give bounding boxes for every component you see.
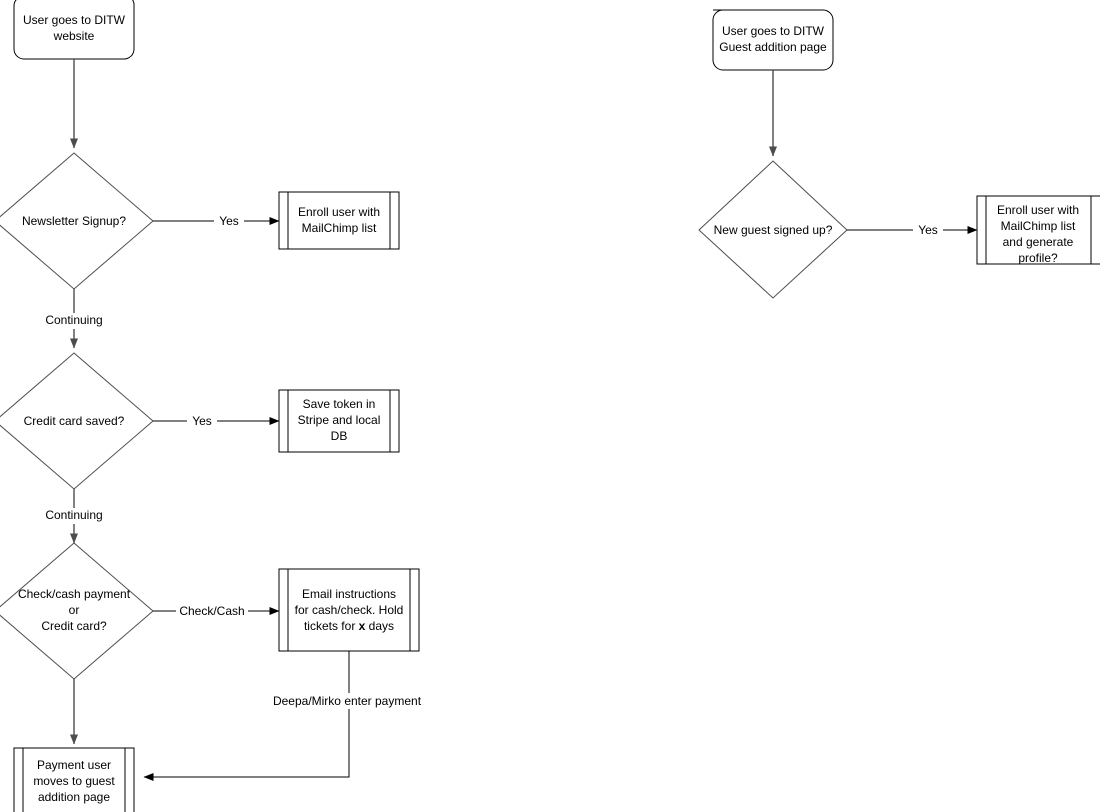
node-email-instructions-line1: Email instructions: [302, 587, 396, 601]
node-enroll-mailchimp-line2: MailChimp list: [302, 221, 377, 235]
node-save-token-line3: DB: [331, 429, 348, 443]
node-enroll-mailchimp[interactable]: Enroll user with MailChimp list: [278, 191, 400, 250]
node-start-website-line2: website: [53, 29, 95, 43]
node-payment-user-moves-line1: Payment user: [37, 758, 111, 772]
edge-newsletter-continuing-label: Continuing: [45, 313, 102, 327]
edge-creditcard-yes-label: Yes: [192, 414, 212, 428]
node-credit-card-decision-label: Credit card saved?: [24, 414, 125, 428]
node-save-token-line1: Save token in: [303, 397, 376, 411]
edge-creditcard-continuing-label: Continuing: [45, 508, 102, 522]
edge-email-to-payment-user: Deepa/Mirko enter payment: [143, 651, 426, 781]
edge-payment-check-cash-label: Check/Cash: [179, 604, 244, 618]
node-new-guest-decision-label: New guest signed up?: [714, 223, 833, 237]
node-email-instructions-line3-suffix: days: [365, 619, 394, 633]
edge-email-to-payment-user-label: Deepa/Mirko enter payment: [273, 694, 422, 708]
edge-newsletter-yes: Yes: [153, 213, 280, 229]
node-start-guest-page[interactable]: User goes to DITW Guest addition page: [712, 9, 834, 71]
edge-creditcard-continuing: Continuing: [40, 489, 108, 544]
node-start-website-line1: User goes to DITW: [23, 13, 126, 27]
node-enroll-generate-profile-line3: and generate: [1003, 235, 1074, 249]
node-email-instructions-line3-prefix: tickets for: [304, 619, 359, 633]
node-newsletter-decision[interactable]: Newsletter Signup?: [0, 152, 154, 290]
edge-newsletter-yes-label: Yes: [219, 214, 239, 228]
node-email-instructions-line2: for cash/check. Hold: [295, 603, 404, 617]
node-new-guest-decision[interactable]: New guest signed up?: [698, 160, 848, 299]
node-payment-type-decision-line3: Credit card?: [41, 619, 107, 633]
node-enroll-generate-profile-line1: Enroll user with: [997, 203, 1079, 217]
node-start-website[interactable]: User goes to DITW website: [13, 0, 135, 60]
node-payment-type-decision-line2: or: [69, 603, 80, 617]
node-email-instructions-line3: tickets for x days: [304, 619, 394, 633]
node-payment-user-moves-line3: addition page: [38, 790, 110, 804]
node-start-guest-page-line1: User goes to DITW: [722, 24, 825, 38]
node-enroll-generate-profile-line2: MailChimp list: [1001, 219, 1076, 233]
node-enroll-generate-profile-line4: profile?: [1018, 251, 1058, 265]
node-enroll-generate-profile[interactable]: Enroll user with MailChimp list and gene…: [976, 195, 1100, 265]
node-payment-user-moves[interactable]: Payment user moves to guest addition pag…: [13, 747, 135, 812]
edge-creditcard-yes: Yes: [153, 413, 280, 429]
node-save-token-line2: Stripe and local: [298, 413, 381, 427]
node-payment-user-moves-line2: moves to guest: [33, 774, 115, 788]
edge-payment-check-cash: Check/Cash: [153, 603, 280, 619]
edge-new-guest-yes: Yes: [847, 222, 978, 238]
node-payment-type-decision-line1: Check/cash payment: [18, 587, 131, 601]
node-email-instructions[interactable]: Email instructions for cash/check. Hold …: [278, 568, 420, 652]
node-enroll-mailchimp-line1: Enroll user with: [298, 205, 380, 219]
edge-new-guest-yes-label: Yes: [918, 223, 938, 237]
node-newsletter-decision-label: Newsletter Signup?: [22, 214, 126, 228]
node-email-instructions-bold-token: x: [359, 619, 366, 633]
node-start-guest-page-line2: Guest addition page: [719, 40, 827, 54]
node-save-token[interactable]: Save token in Stripe and local DB: [278, 389, 400, 453]
edge-newsletter-continuing: Continuing: [40, 289, 108, 349]
node-credit-card-decision[interactable]: Credit card saved?: [0, 352, 154, 490]
node-payment-type-decision[interactable]: Check/cash payment or Credit card?: [0, 542, 154, 680]
